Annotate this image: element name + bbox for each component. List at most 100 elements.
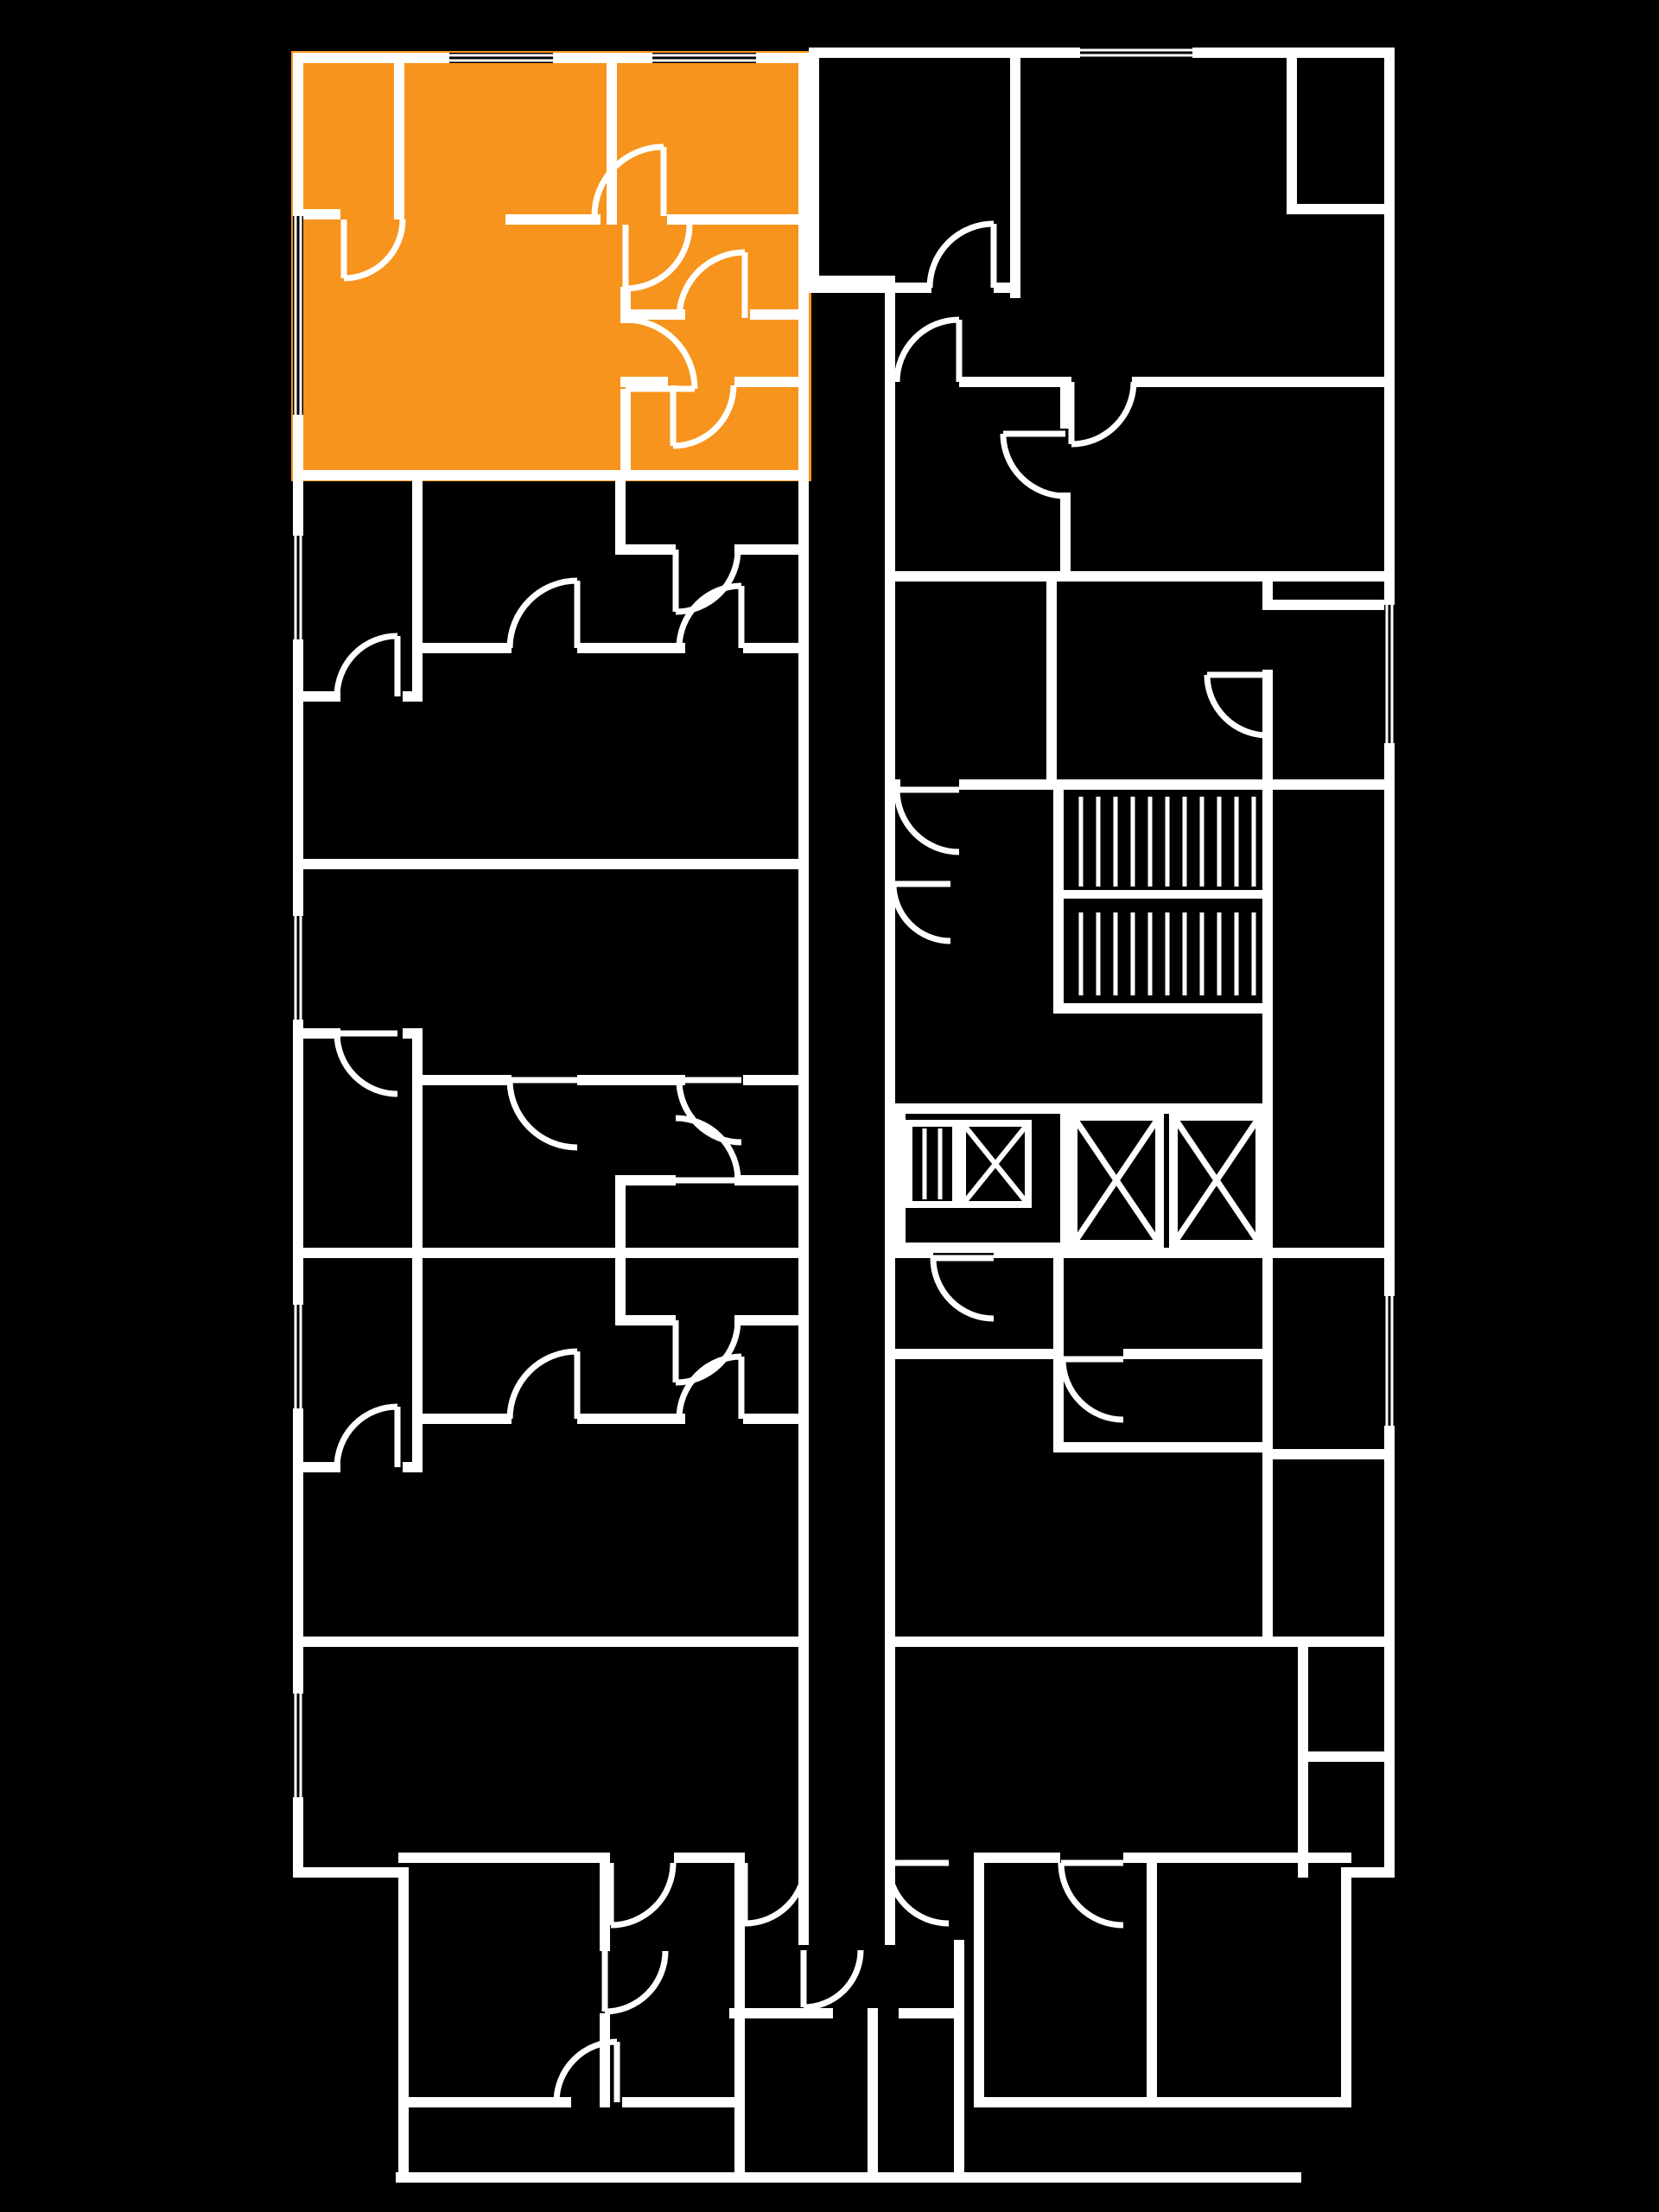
- wall: [1010, 48, 1020, 298]
- door-arc: [601, 1950, 669, 2015]
- door-arc: [676, 1077, 742, 1146]
- highlighted-unit[interactable]: [291, 51, 811, 481]
- wall: [674, 1853, 745, 1863]
- door-arc: [591, 143, 667, 217]
- wall: [899, 2008, 964, 2018]
- wall: [577, 1075, 685, 1085]
- wall: [1341, 1867, 1395, 1878]
- wall: [1262, 1449, 1395, 1459]
- wall: [895, 1349, 1063, 1359]
- wall: [1287, 204, 1395, 214]
- door-arc: [1068, 381, 1137, 448]
- door-arc: [1204, 671, 1268, 739]
- door-arc: [893, 316, 963, 383]
- door-arc: [340, 219, 406, 282]
- window-line: [1385, 1296, 1389, 1426]
- walls-layer: [293, 48, 1395, 2183]
- wall: [1053, 1248, 1064, 1359]
- wall: [412, 1075, 512, 1085]
- wall: [1053, 779, 1064, 1014]
- wall: [734, 544, 809, 555]
- wall: [1060, 1103, 1071, 1253]
- wall: [885, 571, 1395, 582]
- stairwell: [1064, 797, 1273, 995]
- wall: [293, 209, 340, 219]
- door-arc: [670, 385, 737, 449]
- window-line: [1385, 605, 1389, 743]
- wall: [620, 309, 685, 320]
- wall: [1123, 1349, 1268, 1359]
- door-arc: [676, 1353, 745, 1420]
- shaft-x-line: [960, 1122, 1031, 1206]
- window-line: [299, 536, 302, 639]
- wall: [403, 1462, 423, 1472]
- door-arc: [625, 316, 698, 392]
- window-line: [652, 54, 756, 57]
- wall: [868, 2008, 878, 2183]
- wall: [293, 1028, 340, 1039]
- wall: [1046, 571, 1057, 790]
- door-arc: [672, 1319, 741, 1386]
- wall: [1147, 1853, 1157, 2107]
- wall: [974, 1853, 984, 2107]
- wall: [293, 691, 340, 702]
- elevator-box: [1169, 1112, 1264, 1249]
- wall: [750, 309, 809, 320]
- wall: [577, 643, 685, 653]
- wall: [412, 643, 512, 653]
- wall: [954, 1940, 964, 2183]
- window-line: [294, 536, 297, 639]
- wall: [293, 470, 809, 480]
- wall: [734, 377, 809, 387]
- service-shaft: [906, 1120, 1032, 1208]
- wall: [403, 1028, 423, 1039]
- door-arc: [930, 1255, 995, 1322]
- wall: [743, 1075, 809, 1085]
- wall: [734, 1175, 809, 1185]
- wall: [615, 544, 676, 555]
- wall: [1132, 377, 1395, 387]
- wall: [293, 1867, 409, 1878]
- door-arc: [506, 577, 581, 649]
- wall: [1060, 377, 1071, 429]
- door-arc: [890, 880, 951, 944]
- window-line: [1390, 605, 1394, 743]
- elevator-x-line: [1171, 1115, 1262, 1246]
- wall: [1123, 1853, 1351, 1863]
- wall: [615, 1175, 676, 1185]
- wall: [293, 859, 809, 869]
- doors-layer: [334, 143, 1268, 2103]
- wall: [1262, 670, 1273, 1647]
- wall: [895, 1103, 1268, 1114]
- window-line: [299, 1305, 302, 1408]
- door-arc: [893, 786, 960, 855]
- wall: [798, 53, 809, 1945]
- wall: [293, 1462, 340, 1472]
- door-arc: [553, 2038, 620, 2103]
- door-arc: [800, 1949, 864, 2011]
- door-arc: [676, 582, 745, 649]
- wall: [412, 1414, 512, 1424]
- wall: [600, 1853, 610, 1951]
- wall: [615, 477, 626, 550]
- wall: [959, 377, 1071, 387]
- wall: [1287, 53, 1297, 214]
- window-line: [294, 1694, 297, 1797]
- door-arc: [334, 1403, 401, 1468]
- window-line: [1080, 48, 1192, 52]
- wall: [293, 1637, 809, 1647]
- wall: [398, 1853, 606, 1863]
- wall: [1060, 493, 1071, 576]
- wall: [293, 1248, 809, 1258]
- wall: [895, 1637, 1395, 1647]
- wall: [615, 1180, 626, 1253]
- wall: [885, 779, 900, 790]
- window-line: [294, 1305, 297, 1408]
- wall: [809, 283, 931, 293]
- wall: [396, 2172, 1301, 2183]
- wall: [615, 1248, 626, 1320]
- window-line: [299, 216, 302, 415]
- wall: [1053, 1003, 1273, 1014]
